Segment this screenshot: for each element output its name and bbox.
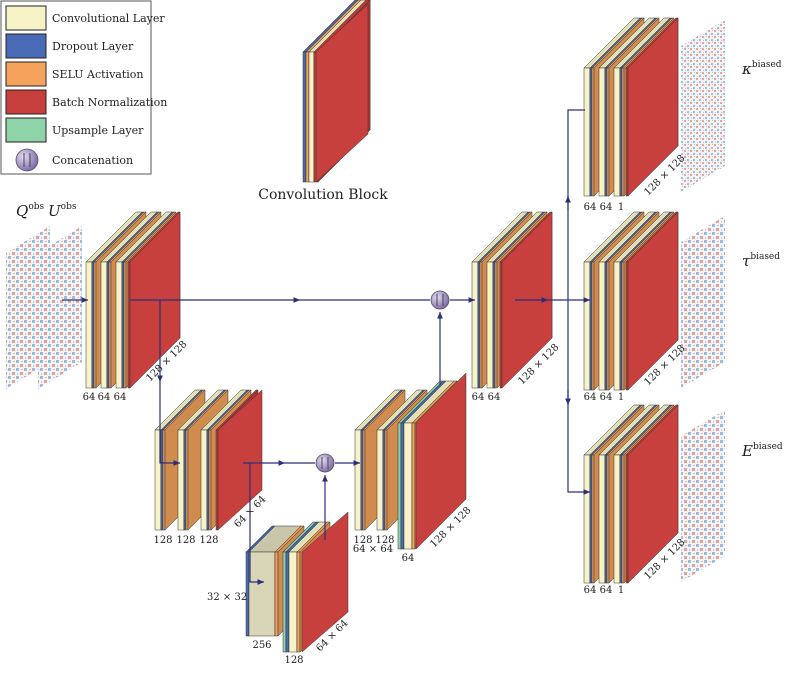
legend-label-bn: Batch Normalization [52,96,167,109]
enc2-to-enc2 [159,382,180,466]
output-kappa-map [681,20,725,192]
head2-ch-1: 64 [584,392,597,403]
concat-node-mid [315,453,335,473]
legend-label-selu: SELU Activation [52,68,144,81]
head2-ch-3: 1 [618,392,624,403]
output-kappa-label: κbiased [741,60,782,78]
legend-swatch-bn [5,89,47,115]
convolution-block-title: Convolution Block [258,187,388,203]
enc2-ch-3: 128 [199,535,218,546]
head-e-bn-face [627,404,679,584]
head3-ch-1: 64 [584,585,597,596]
legend-label-conv: Convolutional Layer [52,12,165,25]
output-tau-map [681,216,725,388]
up1-channels: 128 [284,655,303,666]
legend-swatch-conv [5,5,47,31]
legend-swatch-dropout [5,33,47,59]
head3-ch-2: 64 [600,585,613,596]
dec2-ch-2: 128 [375,535,394,546]
concat-node-top [430,290,450,310]
input-u-label: Uobs [48,202,77,220]
dec2-bn-face [415,372,467,550]
input-u-map [38,226,82,389]
head-kappa-bn-face [627,17,679,197]
legend-label-concat: Concatenation [52,154,133,167]
output-e-label: Ebiased [741,442,783,460]
legend: Convolutional Layer Dropout Layer SELU A… [0,0,167,175]
branch-trunk [567,109,585,300]
dec1-ch-2: 64 [488,392,501,403]
output-tau-label: τbiased [742,252,780,270]
enc2-bn-face [217,389,263,531]
enc2-ch-2: 128 [176,535,195,546]
dec2-ch-1: 128 [353,535,372,546]
dec1-ch-1: 64 [472,392,485,403]
legend-swatch-selu [5,61,47,87]
head1-ch-2: 64 [600,202,613,213]
legend-swatch-upsample [5,117,47,143]
head2-ch-2: 64 [600,392,613,403]
output-maps [681,20,725,582]
connections [62,109,590,585]
legend-concat-icon [15,148,39,172]
up1-bn-face [301,511,349,653]
head1-ch-3: 1 [618,202,624,213]
layer-blocks [85,17,679,653]
convolution-block-illustration [302,0,371,183]
input-maps [6,226,82,389]
output-e-map [681,410,725,582]
bott-channels: 256 [252,640,271,651]
bott-size: 32 × 32 [207,592,247,603]
dec2-size: 64 × 64 [353,544,393,555]
cb-bn-face [315,3,369,183]
branch-down [567,300,590,495]
enc1-ch-2: 64 [98,392,111,403]
enc2-to-bott [249,463,264,585]
enc1-ch-1: 64 [83,392,96,403]
head1-ch-1: 64 [584,202,597,213]
head-tau-bn-face [627,211,679,391]
legend-label-upsample: Upsample Layer [52,124,144,137]
input-q-label: Qobs [16,202,44,220]
enc2-ch-1: 128 [153,535,172,546]
legend-label-dropout: Dropout Layer [52,40,134,53]
dec2-up-channels: 64 [402,553,415,564]
enc1-ch-3: 64 [114,392,127,403]
head3-ch-3: 1 [618,585,624,596]
